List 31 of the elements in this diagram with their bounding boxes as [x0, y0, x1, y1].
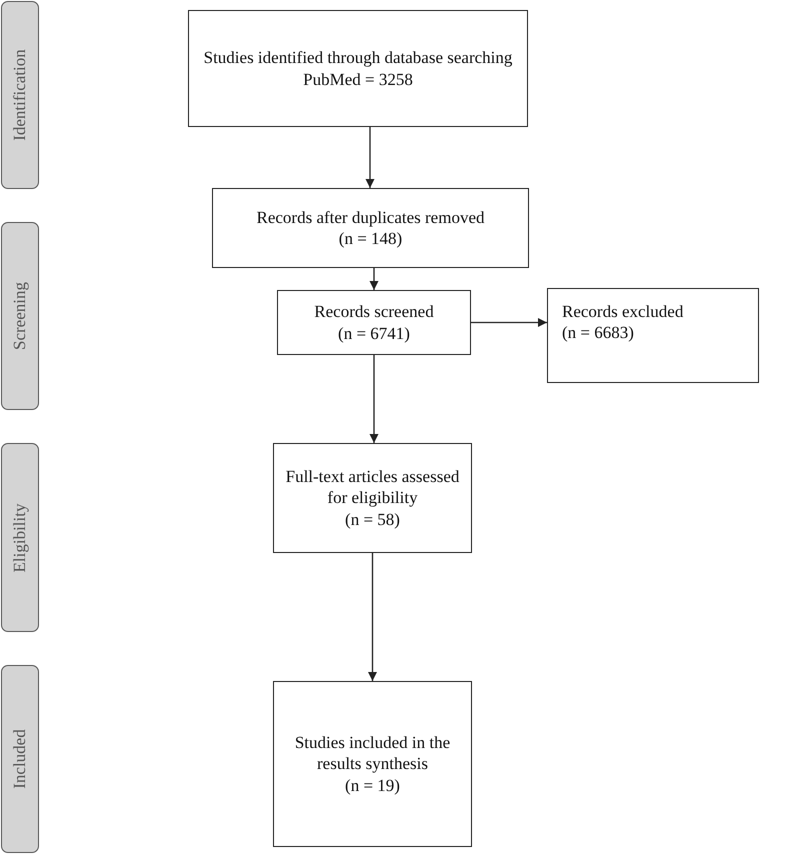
process-box: [212, 188, 529, 268]
box-text: Records excluded: [562, 301, 684, 322]
box-text: (n = 58): [345, 508, 400, 530]
stage-band: [1, 443, 39, 632]
process-box: [547, 288, 759, 383]
stage-label: Identification: [10, 49, 30, 141]
arrow: [471, 318, 547, 327]
box-text: Studies included in the results synthesis: [294, 732, 452, 775]
process-box: [277, 290, 471, 355]
process-box: [273, 443, 472, 553]
box-text: (n = 19): [345, 774, 400, 796]
stage-label: Screening: [10, 282, 30, 350]
arrow: [366, 127, 374, 188]
stage-band: [1, 665, 39, 853]
box-text: Studies identified through database searching: [204, 47, 512, 68]
arrow: [370, 355, 378, 443]
arrow: [368, 553, 377, 681]
stage-label: Eligibility: [10, 503, 30, 572]
box-text: (n = 6741): [338, 322, 410, 344]
box-text: (n = 6683): [562, 322, 634, 344]
stage-band: [1, 1, 39, 189]
process-box: [188, 10, 528, 127]
stage-band: [1, 222, 39, 410]
process-box: [273, 681, 472, 847]
box-text: Records screened: [314, 301, 434, 322]
box-text: Full-text articles assessed for eligibility: [284, 466, 460, 509]
arrow: [370, 268, 378, 290]
box-text: Records after duplicates removed: [256, 206, 484, 228]
box-text: (n = 148): [338, 228, 402, 250]
box-text: PubMed = 3258: [303, 68, 413, 90]
stage-label: Included: [10, 729, 30, 789]
